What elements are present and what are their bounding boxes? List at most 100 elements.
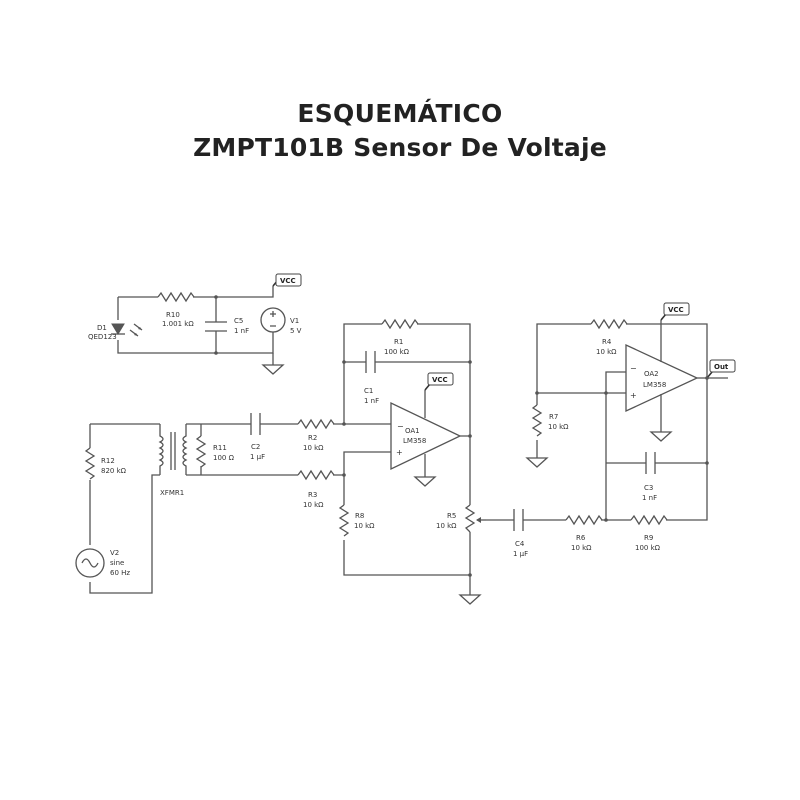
r12-resistor	[84, 447, 96, 480]
r5-value: 10 kΩ	[436, 522, 457, 530]
input-section: R12 820 kΩ V2 sine 60 Hz XFMR1 R11 100 Ω…	[75, 413, 298, 594]
r5-potentiometer	[464, 504, 476, 533]
r9-value: 100 kΩ	[635, 544, 661, 552]
r8-resistor	[338, 504, 350, 537]
v2-sine-source	[75, 548, 105, 578]
wire	[486, 377, 728, 521]
vcc-label-3: VCC	[668, 306, 684, 314]
page-subtitle: ZMPT101B Sensor De Voltaje	[193, 133, 607, 162]
led-supply-section: R10 1.001 kΩ C5 1 nF V1 5 V VCC D1 QED12…	[88, 273, 302, 375]
vcc-tag-2	[427, 372, 454, 386]
c2-capacitor	[250, 413, 298, 435]
xfmr1-core	[170, 432, 176, 470]
v1-value: 5 V	[290, 327, 302, 335]
page-title: ESQUEMÁTICO	[297, 99, 503, 128]
ground-icon	[649, 431, 673, 442]
c5-capacitor	[205, 321, 227, 332]
v1-voltage-source	[260, 307, 286, 333]
vcc-label-2: VCC	[432, 376, 448, 384]
r7-ref: R7	[549, 413, 558, 421]
c4-value: 1 µF	[513, 550, 528, 558]
light-arrowheads	[134, 327, 142, 336]
d1-value: QED123	[88, 333, 117, 341]
wire	[186, 423, 298, 476]
wire	[89, 423, 160, 594]
xfmr1-ref: XFMR1	[160, 489, 184, 497]
c4-ref: C4	[515, 540, 525, 548]
out-label: Out	[714, 363, 729, 371]
r10-value: 1.001 kΩ	[162, 320, 194, 328]
oa1-plus: +	[396, 448, 403, 457]
v1-ref: V1	[290, 317, 299, 325]
oa1-minus: −	[397, 422, 404, 431]
v2-ref: V2	[110, 549, 119, 557]
out-tag	[709, 359, 736, 373]
wire	[605, 371, 707, 520]
d1-led-icon	[111, 323, 125, 335]
r6-resistor	[565, 514, 603, 526]
c1-value: 1 nF	[364, 397, 379, 405]
oa2-plus: +	[630, 391, 637, 400]
v1-polarity	[270, 311, 276, 327]
oa2-value: LM358	[643, 381, 666, 389]
r7-value: 10 kΩ	[548, 423, 569, 431]
ground-icon	[413, 476, 437, 487]
r3-value: 10 kΩ	[303, 501, 324, 509]
vcc-tag-1	[275, 273, 302, 287]
r9-ref: R9	[644, 534, 653, 542]
oa1-ref: OA1	[405, 427, 420, 435]
r10-ref: R10	[166, 311, 180, 319]
c5-ref: C5	[234, 317, 243, 325]
c2-ref: C2	[251, 443, 260, 451]
r12-value: 820 kΩ	[101, 467, 127, 475]
xfmr1-secondary-coil	[182, 424, 188, 475]
oa2-minus: −	[630, 364, 637, 373]
c1-capacitor	[365, 351, 376, 373]
r6-value: 10 kΩ	[571, 544, 592, 552]
xfmr1-primary-coil	[158, 424, 164, 475]
d1-ref: D1	[97, 324, 107, 332]
r3-ref: R3	[308, 491, 317, 499]
sine-wave-icon	[81, 558, 99, 568]
oa1-section: R2 10 kΩ R3 10 kΩ R1 100 kΩ C1 1 nF − + …	[297, 318, 486, 605]
v2-type: sine	[110, 559, 124, 567]
r12-ref: R12	[101, 457, 115, 465]
r1-resistor	[381, 318, 419, 330]
r10-resistor	[157, 291, 195, 303]
c2-value: 1 µF	[250, 453, 265, 461]
r2-resistor	[297, 418, 335, 430]
oa2-section: C4 1 µF R6 10 kΩ R9 100 kΩ C3 1 nF − + O…	[486, 302, 736, 558]
wiper-arrow-icon	[476, 517, 481, 523]
c3-ref: C3	[644, 484, 653, 492]
r9-resistor	[630, 514, 668, 526]
r7-resistor	[531, 404, 543, 437]
r2-ref: R2	[308, 434, 317, 442]
oa1-value: LM358	[403, 437, 426, 445]
vcc-tag-3	[663, 302, 690, 316]
oa2-ref: OA2	[644, 370, 659, 378]
r6-ref: R6	[576, 534, 586, 542]
r5-ref: R5	[447, 512, 456, 520]
r2-value: 10 kΩ	[303, 444, 324, 452]
c5-value: 1 nF	[234, 327, 249, 335]
r4-resistor	[590, 318, 628, 330]
r4-value: 10 kΩ	[596, 348, 617, 356]
r8-value: 10 kΩ	[354, 522, 375, 530]
r11-value: 100 Ω	[213, 454, 235, 462]
wire	[333, 423, 471, 595]
oa1-opamp	[390, 401, 462, 471]
junction-dots	[214, 295, 709, 577]
r11-ref: R11	[213, 444, 227, 452]
wire	[343, 323, 471, 505]
c1-ref: C1	[364, 387, 373, 395]
title-block: ESQUEMÁTICO ZMPT101B Sensor De Voltaje	[0, 98, 800, 164]
wire	[536, 323, 708, 458]
r8-ref: R8	[355, 512, 364, 520]
r11-resistor	[195, 435, 207, 468]
ground-icon	[525, 457, 549, 468]
ground-icon	[458, 594, 482, 605]
r1-value: 100 kΩ	[384, 348, 410, 356]
ground-icon	[261, 364, 285, 375]
c4-capacitor	[513, 509, 524, 531]
